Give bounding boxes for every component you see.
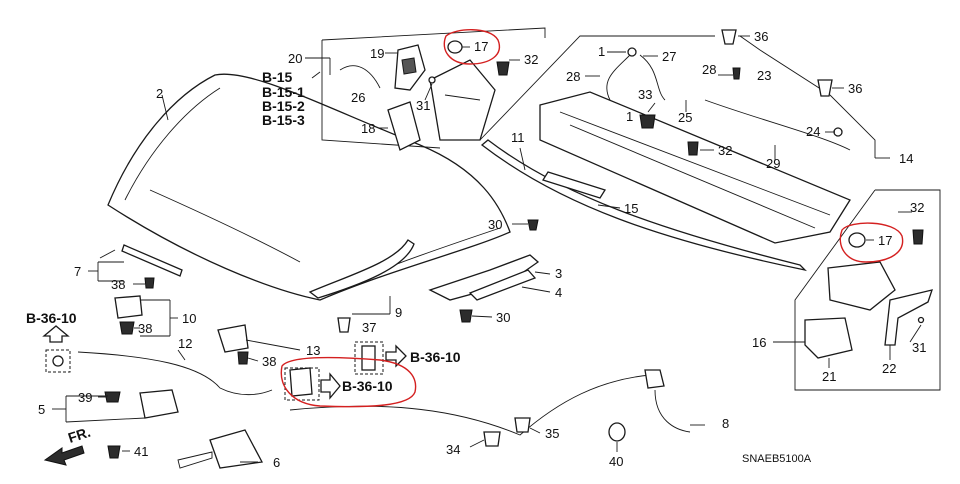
callout-21: 21 bbox=[822, 369, 836, 384]
callout-16: 16 bbox=[752, 335, 766, 350]
callout-12: 12 bbox=[178, 336, 192, 351]
callout-13: 13 bbox=[306, 343, 320, 358]
callout-3: 3 bbox=[555, 266, 562, 281]
washer-hose-box bbox=[479, 29, 876, 158]
callout-32-right: 32 bbox=[910, 200, 924, 215]
callout-15: 15 bbox=[624, 201, 638, 216]
callout-18: 18 bbox=[361, 121, 375, 136]
callout-1-top: 1 bbox=[598, 44, 605, 59]
callout-11: 11 bbox=[511, 130, 525, 145]
callout-38-left: 38 bbox=[138, 321, 152, 336]
ref-arrow-right-mid bbox=[385, 344, 407, 368]
ref-b15-2: B-15-2 bbox=[262, 98, 305, 114]
front-label: FR. bbox=[66, 424, 92, 446]
ref-arrow-right-circled bbox=[320, 372, 341, 400]
ref-b36-circled: B-36-10 bbox=[342, 378, 393, 394]
callout-19: 19 bbox=[370, 46, 384, 61]
callout-6: 6 bbox=[273, 455, 280, 470]
leader-lines bbox=[52, 35, 922, 463]
callout-28-left: 28 bbox=[566, 69, 580, 84]
callout-36-top: 36 bbox=[754, 29, 768, 44]
ref-arrow-up bbox=[42, 325, 70, 343]
lower-right-bracket-box bbox=[794, 189, 941, 391]
callout-30-bottom: 30 bbox=[496, 310, 510, 325]
callout-20: 20 bbox=[288, 51, 302, 66]
clip-left bbox=[52, 355, 64, 367]
ref-b15-1: B-15-1 bbox=[262, 84, 305, 100]
callout-14: 14 bbox=[899, 151, 913, 166]
clip-mid bbox=[361, 345, 376, 371]
callout-38-mid: 38 bbox=[262, 354, 276, 369]
callout-31-right: 31 bbox=[912, 340, 926, 355]
callout-35: 35 bbox=[545, 426, 559, 441]
callout-28-right: 28 bbox=[702, 62, 716, 77]
highlight-circle-17-right bbox=[839, 222, 904, 263]
clip-dashed-box-left bbox=[45, 349, 71, 373]
upper-left-assembly-box bbox=[321, 27, 546, 151]
callout-2: 2 bbox=[156, 86, 163, 101]
callout-9: 9 bbox=[395, 305, 402, 320]
callout-38-top: 38 bbox=[111, 277, 125, 292]
callout-34: 34 bbox=[446, 442, 460, 457]
callout-17-top: 17 bbox=[474, 39, 488, 54]
callout-30-top: 30 bbox=[488, 217, 502, 232]
callout-26: 26 bbox=[351, 90, 365, 105]
front-seal-strip bbox=[121, 244, 183, 277]
ref-b36-left: B-36-10 bbox=[26, 310, 77, 326]
callout-41: 41 bbox=[134, 444, 148, 459]
callout-8: 8 bbox=[722, 416, 729, 431]
callout-39: 39 bbox=[78, 390, 92, 405]
ref-b15: B-15 bbox=[262, 69, 293, 85]
callout-1-mid: 1 bbox=[626, 109, 633, 124]
callout-37: 37 bbox=[362, 320, 376, 335]
diagram-code: SNAEB5100A bbox=[742, 453, 812, 465]
callout-4: 4 bbox=[555, 285, 562, 300]
callout-24: 24 bbox=[806, 124, 820, 139]
cowl-top-panel bbox=[480, 91, 851, 272]
hood-hinge bbox=[428, 219, 540, 323]
callout-29: 29 bbox=[766, 156, 780, 171]
callout-32-top: 32 bbox=[524, 52, 538, 67]
callout-22: 22 bbox=[882, 361, 896, 376]
callout-32-mid: 32 bbox=[718, 143, 732, 158]
ref-b15-3: B-15-3 bbox=[262, 112, 305, 128]
clip-dashed-box-circled bbox=[284, 367, 320, 401]
callout-23: 23 bbox=[757, 68, 771, 83]
callout-10: 10 bbox=[182, 311, 196, 326]
highlight-circle-b36 bbox=[280, 356, 417, 408]
callout-40: 40 bbox=[609, 454, 623, 469]
highlight-circle-17-top bbox=[443, 29, 501, 65]
callout-33: 33 bbox=[638, 87, 652, 102]
reference-labels: B-15 B-15-1 B-15-2 B-15-3 B-36-10 B-36-1… bbox=[26, 69, 812, 465]
callout-27: 27 bbox=[662, 49, 676, 64]
callout-7: 7 bbox=[74, 264, 81, 279]
hood-latch-and-cable bbox=[77, 277, 691, 469]
highlight-annotations bbox=[280, 29, 904, 408]
callout-25: 25 bbox=[678, 110, 692, 125]
hood-seal bbox=[308, 239, 415, 299]
callout-5: 5 bbox=[38, 402, 45, 417]
callout-17-right: 17 bbox=[878, 233, 892, 248]
callout-31-left: 31 bbox=[416, 98, 430, 113]
front-direction-arrow bbox=[43, 445, 85, 466]
callout-numbers: 2 20 19 26 31 18 17 32 1 27 28 1 33 25 2… bbox=[38, 29, 926, 470]
ref-b36-mid: B-36-10 bbox=[410, 349, 461, 365]
callout-36-right: 36 bbox=[848, 81, 862, 96]
